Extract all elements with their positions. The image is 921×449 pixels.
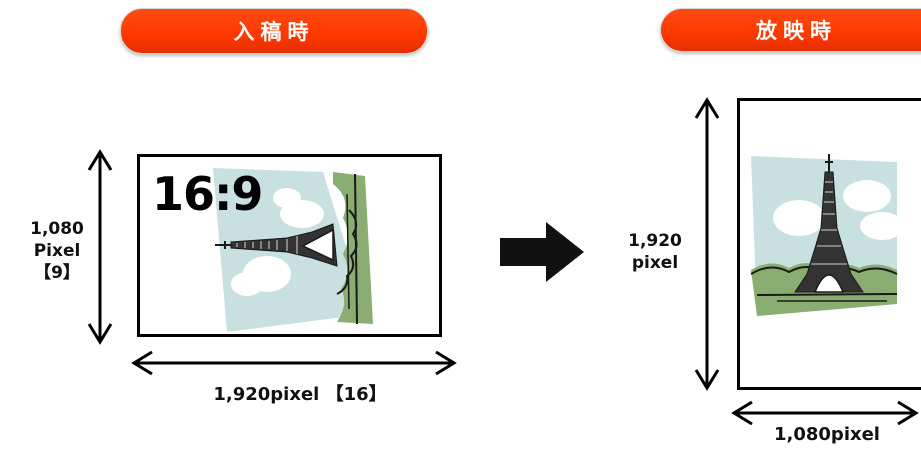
landscape-width-label: 1,920pixel 【16】 — [213, 384, 387, 405]
header-submission-label: 入稿時 — [233, 20, 315, 44]
header-pill-submission: 入稿時 — [120, 8, 428, 54]
portrait-width-label: 1,080pixel — [774, 424, 880, 445]
aspect-ratio-label: 16:9 — [152, 167, 263, 221]
eiffel-tower-upright-clipart — [750, 154, 904, 316]
landscape-height-label: 1,080 Pixel 【9】 — [12, 218, 102, 284]
height-value: 1,080 — [30, 219, 84, 239]
header-pill-projection: 放映時 — [660, 8, 921, 52]
right-arrow-icon — [500, 222, 584, 282]
eiffel-tower-clipart — [213, 168, 373, 332]
portrait-height-double-arrow-icon — [694, 97, 720, 391]
height-double-arrow-icon — [87, 149, 113, 345]
height-unit: Pixel — [33, 241, 81, 261]
portrait-frame — [737, 98, 921, 390]
width-double-arrow-icon — [131, 350, 457, 376]
portrait-height-label: 1,920 pixel — [615, 230, 695, 274]
portrait-height-unit: pixel — [631, 253, 679, 273]
header-projection-label: 放映時 — [756, 19, 837, 43]
landscape-frame — [137, 154, 442, 337]
portrait-width-double-arrow-icon — [731, 400, 919, 426]
portrait-height-value: 1,920 — [628, 231, 682, 251]
height-ratio: 【9】 — [34, 263, 80, 283]
